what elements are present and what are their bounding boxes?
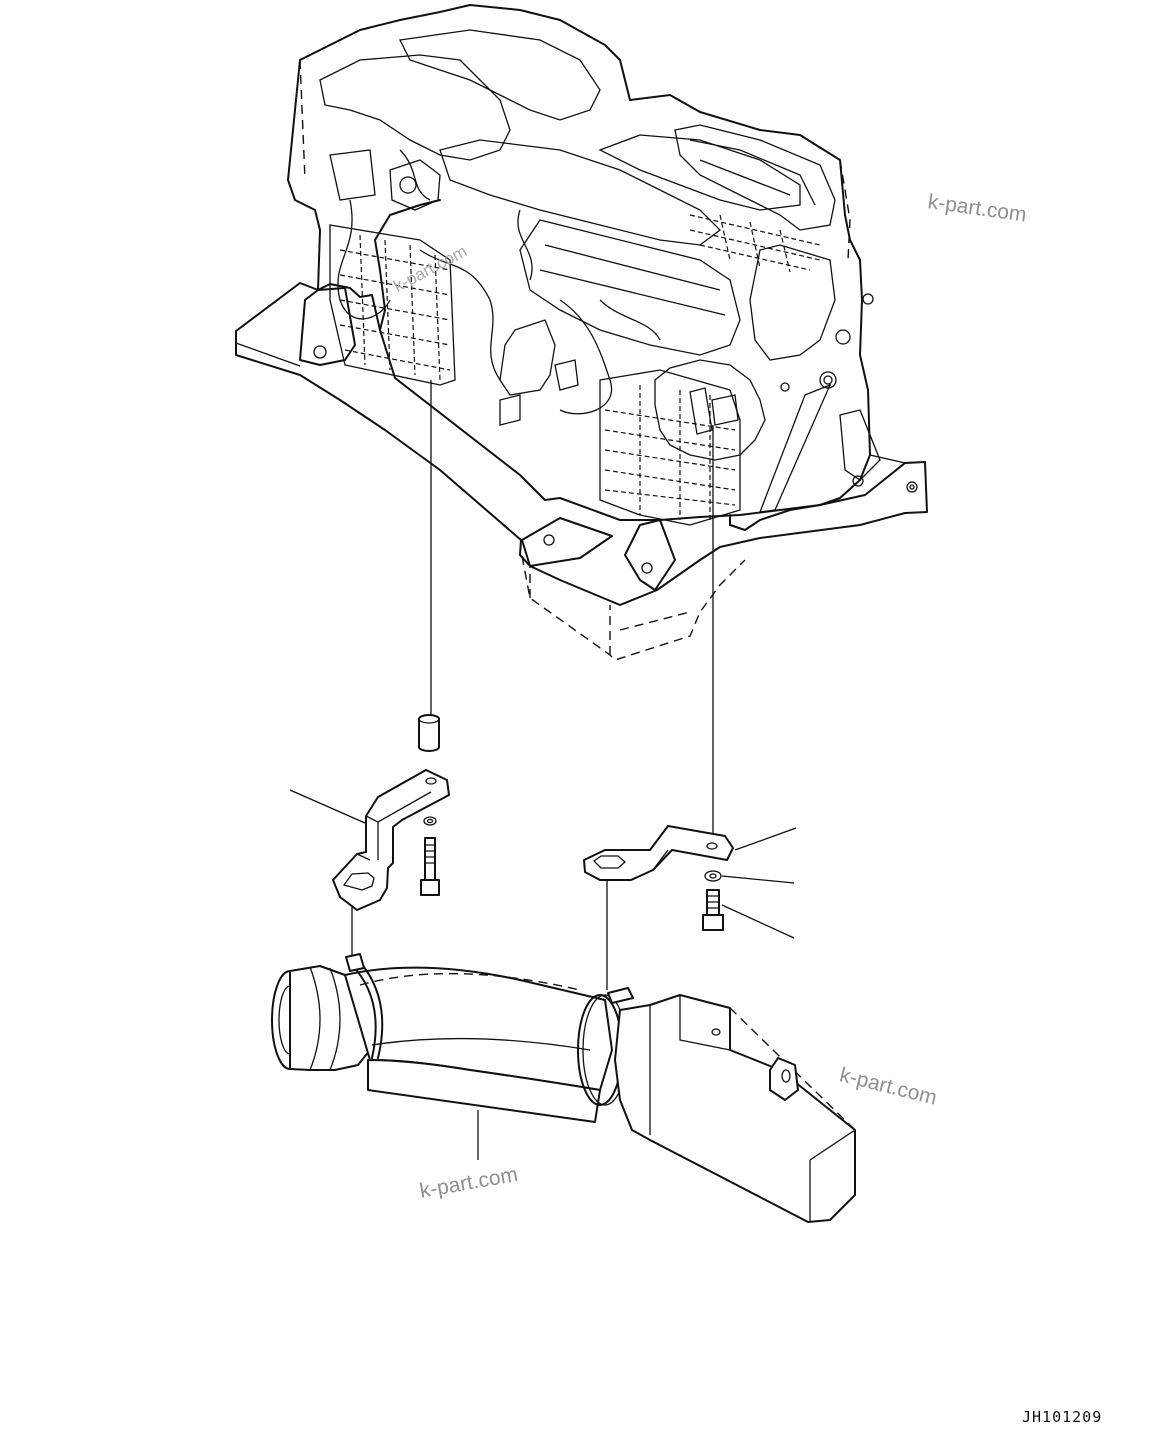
leader-bolt-right	[721, 904, 795, 939]
bracket-right	[583, 825, 734, 881]
drawing-code: JH101209	[1022, 1408, 1103, 1426]
upper-grid	[689, 214, 821, 273]
evaporator-grid	[604, 385, 736, 520]
air-conditioner-unit	[235, 4, 928, 661]
bracket-left	[332, 769, 450, 911]
exploded-parts	[289, 380, 797, 1160]
washer-bolt-left	[420, 816, 440, 896]
leader-washer-right	[721, 875, 795, 884]
filter-grid-left	[339, 234, 451, 381]
hose-clamp-left	[345, 953, 384, 1059]
spacer-collar	[418, 714, 440, 752]
leader-bracket-left	[289, 789, 366, 824]
leader-bracket-right	[734, 827, 797, 851]
duct-hose-assembly	[271, 953, 856, 1223]
washer-bolt-right	[702, 870, 724, 931]
